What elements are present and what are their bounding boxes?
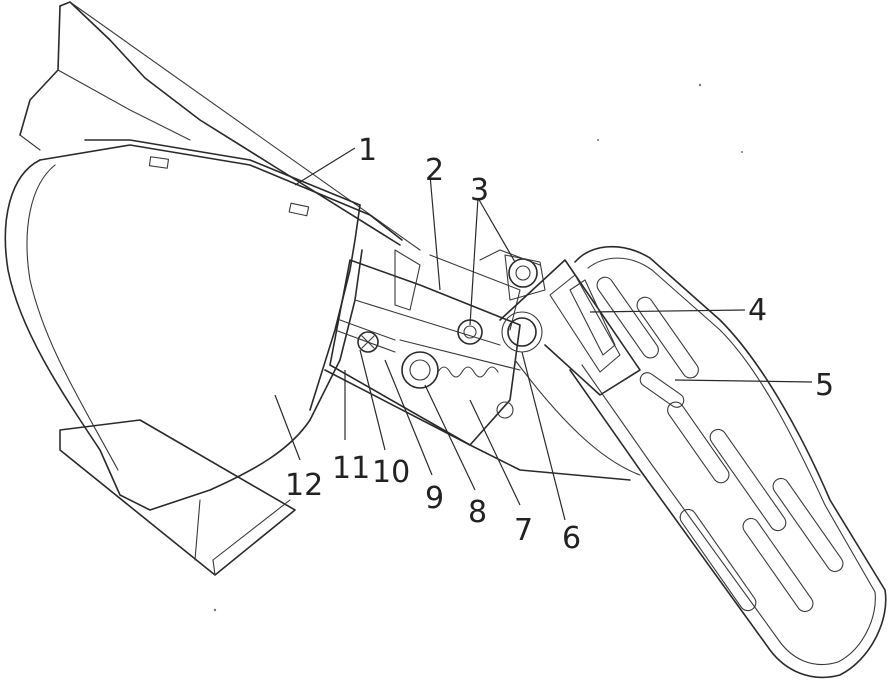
mechanism-housing	[324, 249, 641, 481]
pedal-pad	[569, 245, 887, 679]
label-10: 10	[372, 455, 410, 490]
pedal-arm	[499, 259, 641, 396]
side-shell	[4, 159, 363, 511]
label-2: 2	[425, 153, 444, 188]
label-4: 4	[748, 293, 767, 328]
label-3: 3	[470, 173, 489, 208]
label-11: 11	[332, 451, 370, 486]
spring-assembly	[399, 339, 521, 419]
fasteners	[334, 319, 396, 353]
pivot-pin	[501, 311, 543, 353]
mounting-bracket	[39, 139, 403, 411]
label-6: 6	[562, 521, 581, 556]
scan-specks	[213, 83, 743, 612]
label-7: 7	[514, 513, 533, 548]
label-1: 1	[358, 133, 377, 168]
reference-labels: 1 2 3 4 5 6 7 8 9 10 11 12	[285, 133, 834, 556]
label-8: 8	[468, 495, 487, 530]
label-12: 12	[285, 468, 323, 503]
label-9: 9	[425, 481, 444, 516]
pivot-bolts	[457, 254, 546, 345]
upper-frame	[19, 1, 421, 251]
base-plate	[59, 419, 296, 576]
label-5: 5	[815, 368, 834, 403]
leader-lines	[274, 147, 813, 521]
